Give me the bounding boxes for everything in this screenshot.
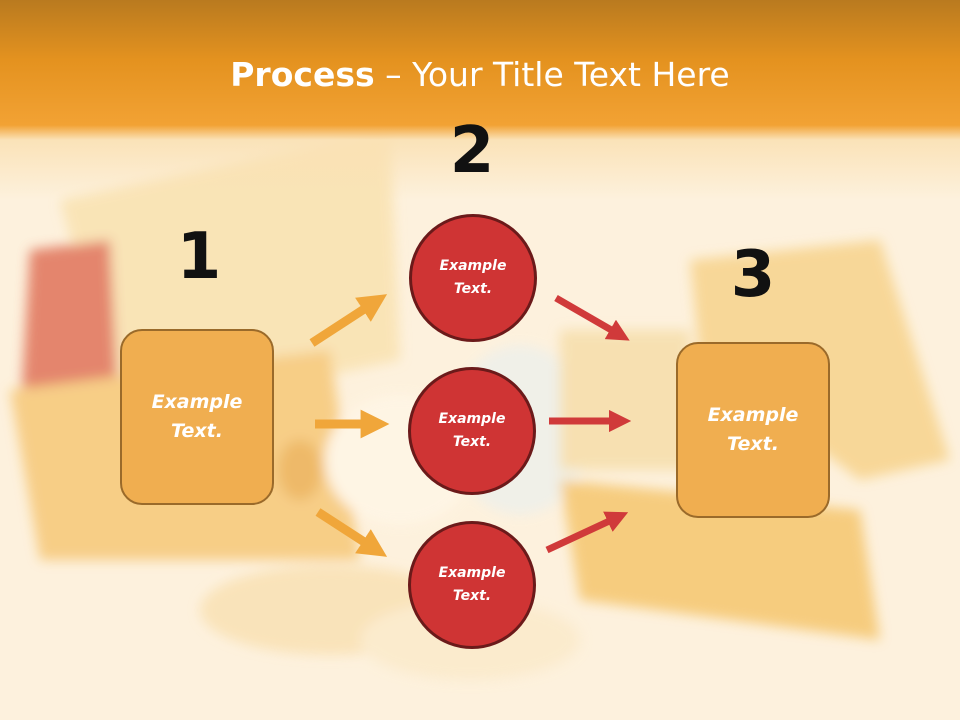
step-1-box: Example Text. <box>120 329 274 505</box>
step-number-3: 3 <box>730 238 776 312</box>
arrow-1-to-2c <box>315 508 388 557</box>
arrow-1-to-2a <box>309 294 388 347</box>
arrow-2a-to-3 <box>554 294 630 341</box>
arrow-2c-to-3 <box>545 511 629 554</box>
step-2-circle-top-text: Example Text. <box>439 258 507 297</box>
step-1-text: Example Text. <box>151 391 243 442</box>
step-2-circle-middle-text: Example Text. <box>438 411 506 450</box>
step-2-circle-bottom-text: Example Text. <box>438 565 506 604</box>
title-rest: – Your Title Text Here <box>374 55 730 94</box>
title-bold: Process <box>230 55 375 94</box>
step-2-circle-middle: Example Text. <box>408 367 536 495</box>
header-band <box>0 0 960 200</box>
step-number-1: 1 <box>176 220 222 294</box>
step-2-circle-bottom: Example Text. <box>408 521 536 649</box>
step-number-2: 2 <box>449 114 495 188</box>
slide-title: Process – Your Title Text Here <box>0 52 960 98</box>
step-3-text: Example Text. <box>707 404 799 455</box>
step-3-box: Example Text. <box>676 342 830 518</box>
step-2-circle-top: Example Text. <box>409 214 537 342</box>
